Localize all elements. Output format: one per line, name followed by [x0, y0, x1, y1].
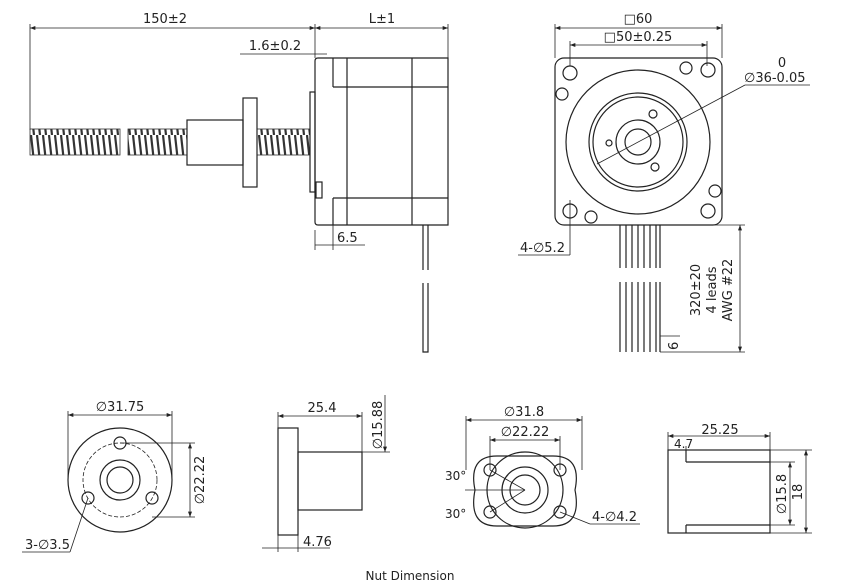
screw-icon	[555, 61, 722, 224]
pilot-diameter-dim: ∅36-0.05	[744, 71, 806, 86]
nut2-flange-dim: 4.7	[674, 437, 693, 451]
body-length-dim: L±1	[369, 12, 395, 27]
flange-thickness-dim: 1.6±0.2	[249, 39, 301, 54]
nut2-angle-top: 30°	[445, 469, 466, 483]
square-outer-dim: □60	[624, 12, 653, 27]
nut2-outer-dim: ∅31.8	[504, 405, 544, 420]
nut1-flange-dim: 4.76	[303, 535, 332, 550]
shaft-length-dim: 150±2	[143, 12, 187, 27]
motor-body	[314, 57, 449, 226]
pilot-tolerance: 0	[778, 56, 786, 71]
nut-body	[186, 119, 244, 166]
lead-count: 4 leads	[705, 266, 720, 313]
nut2-pcd-dim: ∅22.22	[501, 425, 550, 440]
nut1-front-view: ∅31.75 ∅22.22 3-∅3.5	[22, 400, 208, 553]
mount-holes	[562, 62, 716, 219]
lead-screw	[256, 128, 311, 156]
nut2-side-view: 25.25 4.7 ∅15.8 18	[667, 423, 812, 534]
nut1-outer-dim: ∅31.75	[96, 400, 145, 415]
drawing-caption: Nut Dimension	[366, 569, 455, 583]
nut1-pcd-dim: ∅22.22	[193, 456, 208, 505]
strip-length-dim: 6	[667, 342, 682, 350]
nut2-length-dim: 25.25	[701, 423, 738, 438]
mount-hole-dim: 4-∅5.2	[520, 241, 565, 256]
lead-length-dim: 320±20	[689, 264, 704, 316]
hole-pitch-dim: □50±0.25	[604, 30, 673, 45]
nut2-holes-dim: 4-∅4.2	[592, 510, 637, 525]
nut1-body-dia-dim: ∅15.88	[371, 401, 386, 450]
nut2-body-dia-dim: ∅15.8	[775, 474, 790, 514]
motor-leads	[619, 225, 661, 352]
nut1-side-view: 25.4 ∅15.88 4.76	[262, 395, 390, 552]
lead-gauge: AWG #22	[721, 259, 736, 322]
lead-screw	[29, 128, 121, 156]
nut-flange	[242, 97, 258, 188]
nut2-angle-bottom: 30°	[445, 507, 466, 521]
nut2-height-dim: 18	[791, 484, 806, 501]
nut1-length-dim: 25.4	[308, 401, 337, 416]
nut2-front-view: ∅31.8 ∅22.22 30° 30° 4-∅4.2	[445, 405, 640, 529]
motor-front-view: □60 □50±0.25 0 ∅36-0.05 4-∅5.2 320±20 4 …	[518, 12, 810, 353]
nut1-holes-dim: 3-∅3.5	[25, 538, 70, 553]
lead-screw	[127, 128, 188, 156]
motor-side-view: 150±2 L±1 1.6±0.2 6.5	[29, 12, 449, 353]
boss-dim: 6.5	[337, 231, 358, 246]
